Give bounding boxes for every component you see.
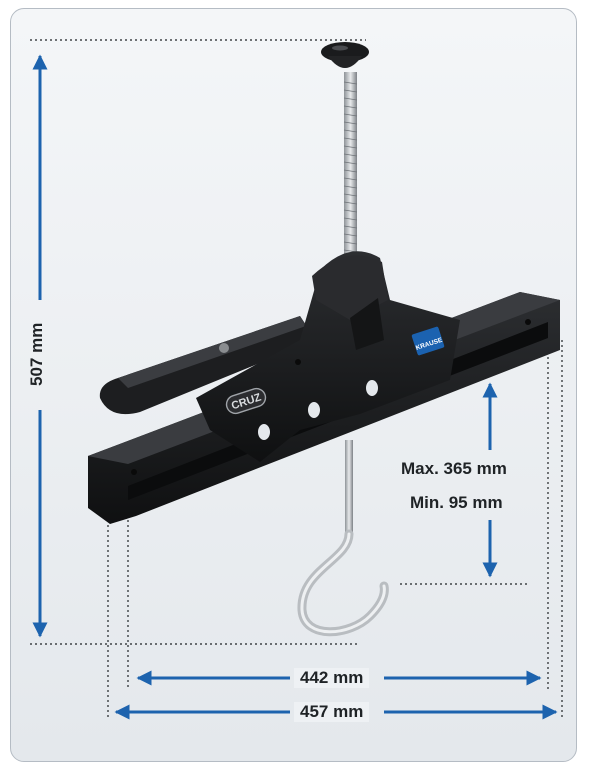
hook <box>297 440 389 637</box>
max-travel-label: Max. 365 mm <box>401 459 507 478</box>
dimension-arrows <box>32 54 558 720</box>
central-housing <box>196 251 460 462</box>
cruz-badge: CRUZ <box>225 387 267 415</box>
outer-width-label: 457 mm <box>294 702 370 722</box>
dotted-guides <box>30 39 563 720</box>
top-knob <box>321 42 369 68</box>
min-travel-label: Min. 95 mm <box>410 493 503 512</box>
lever-handle <box>99 316 317 415</box>
krause-badge: KRAUSE <box>411 326 445 356</box>
height-label: 507 mm <box>27 322 46 386</box>
threaded-rod <box>343 72 358 262</box>
inner-width-label: 442 mm <box>294 668 370 688</box>
